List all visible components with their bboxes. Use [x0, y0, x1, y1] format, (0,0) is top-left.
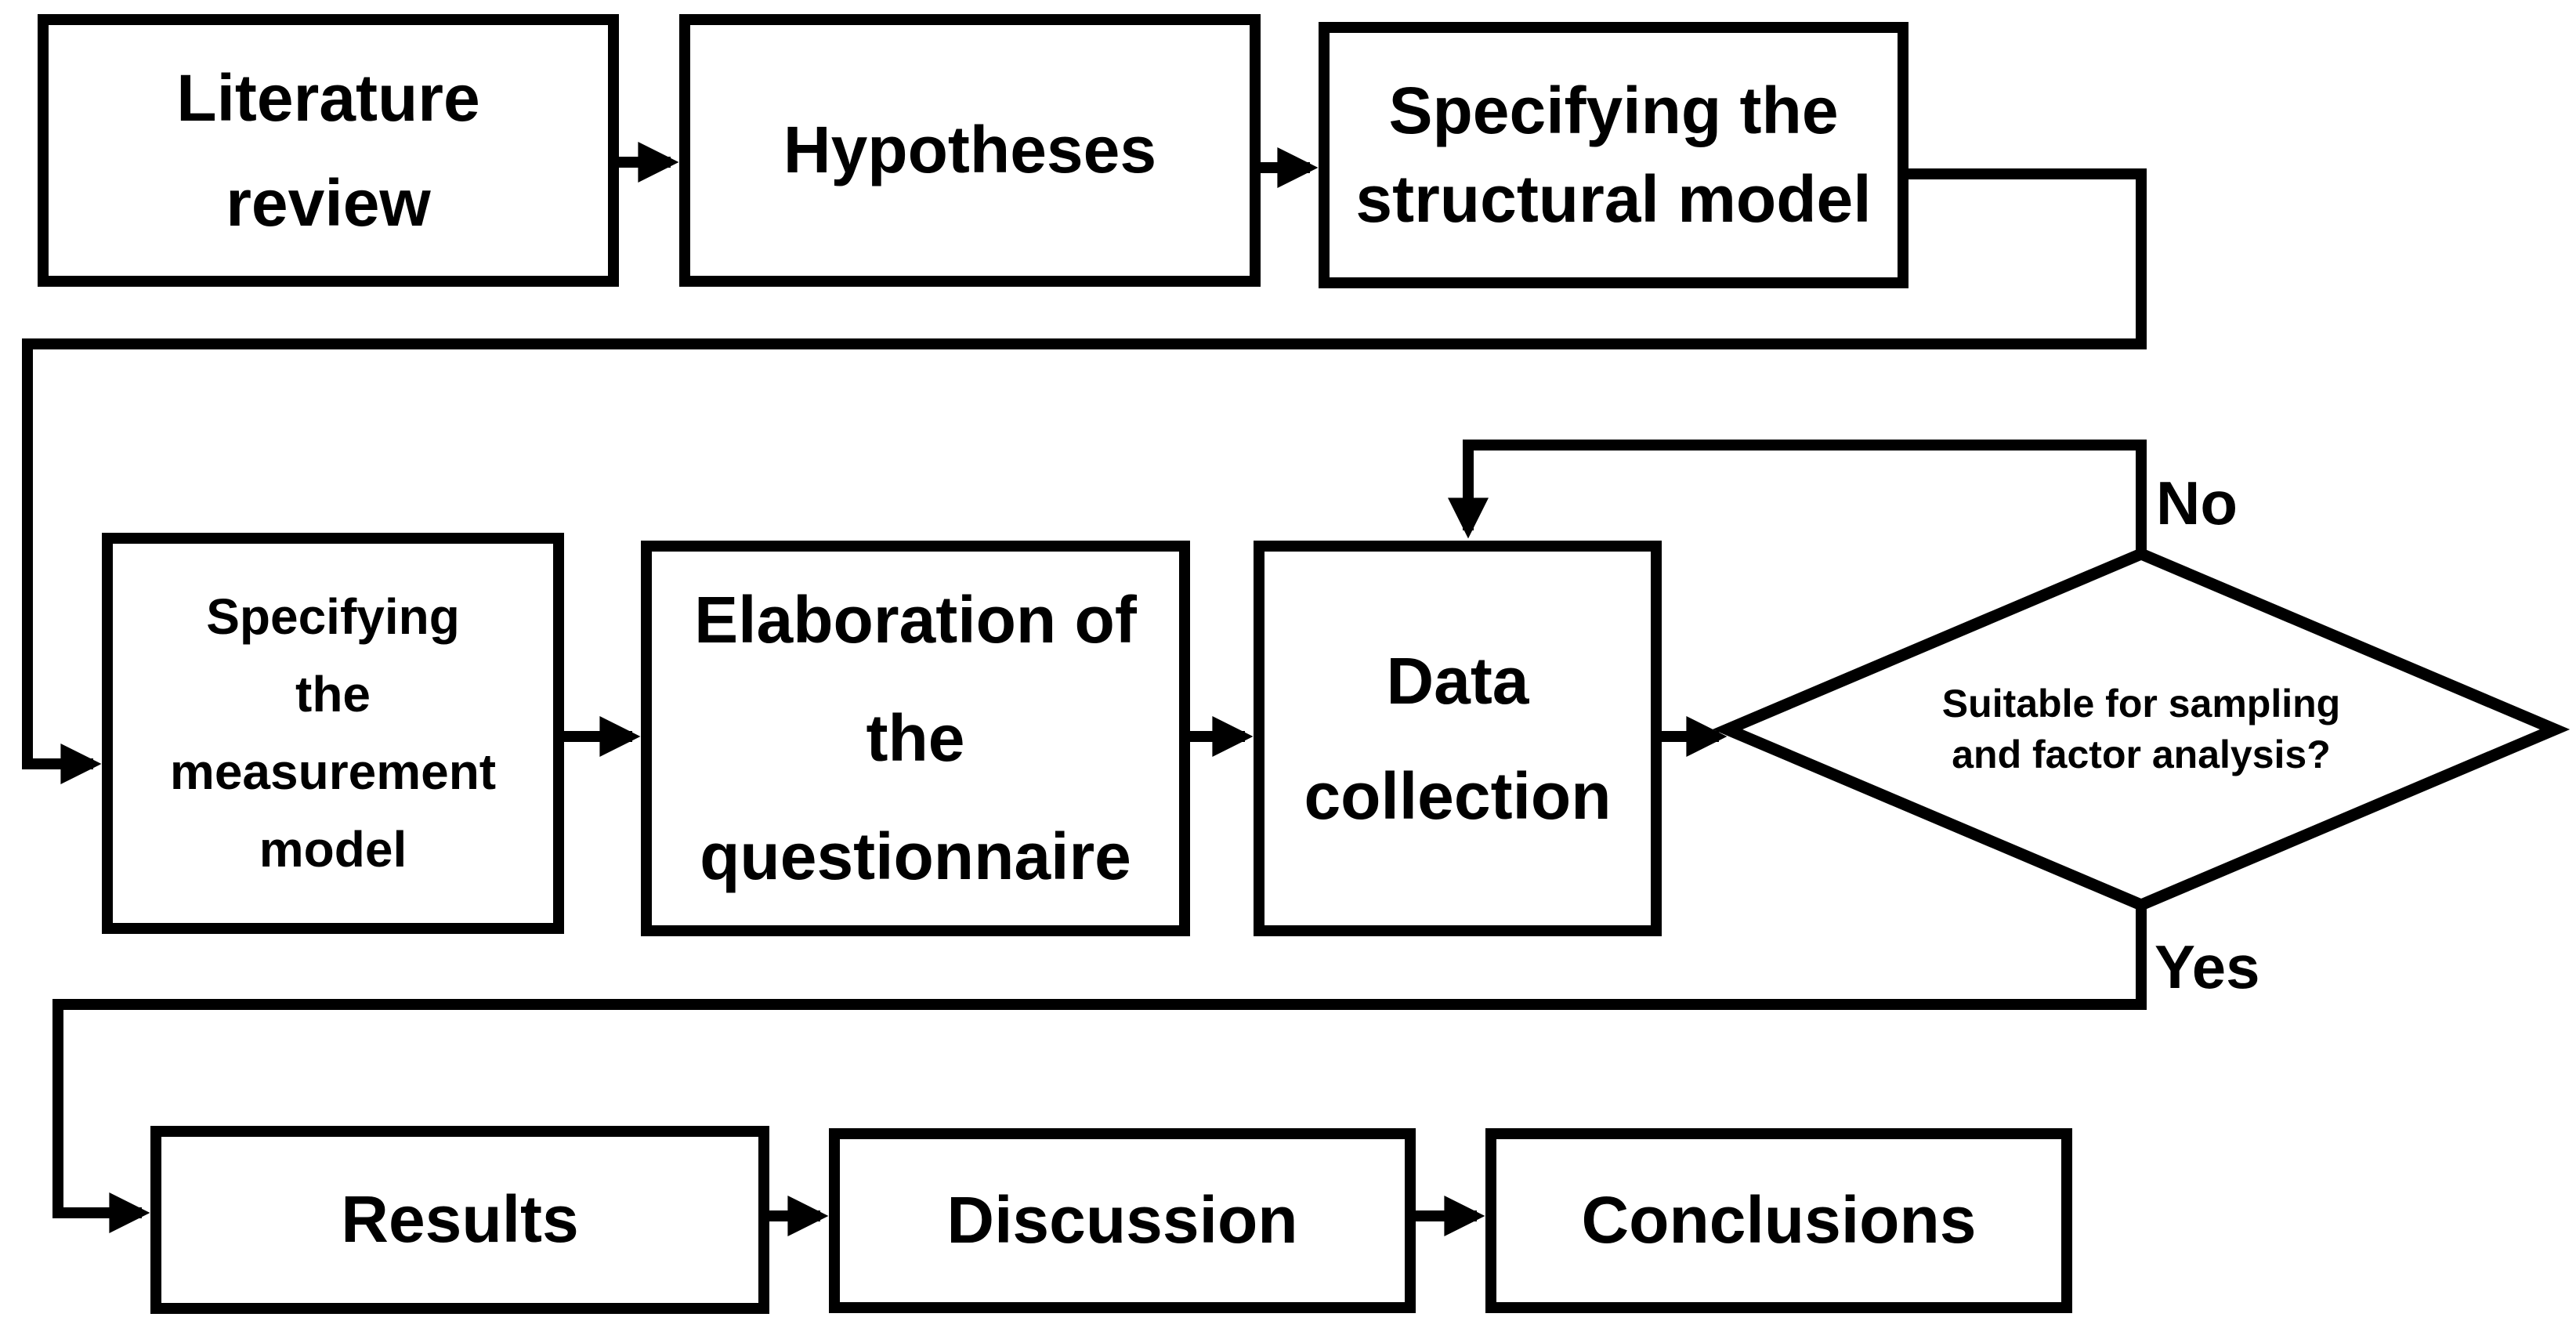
node-results-label: Results — [341, 1182, 579, 1257]
node-conclusions-label: Conclusions — [1581, 1183, 1977, 1257]
node-specifying-structural-model: Specifying the structural model — [1319, 22, 1908, 288]
node-literature-review-label: Literature review — [176, 60, 480, 240]
node-discussion-label: Discussion — [946, 1183, 1298, 1257]
decision-diamond-shape — [1712, 547, 2571, 912]
node-conclusions: Conclusions — [1485, 1128, 2072, 1313]
branch-label-yes: Yes — [2155, 932, 2260, 1001]
node-data-collection-label: Data collection — [1304, 643, 1612, 833]
node-specifying-structural-model-label: Specifying the structural model — [1355, 73, 1872, 236]
node-elaboration-questionnaire-label: Elaboration of the questionnaire — [694, 582, 1137, 894]
node-hypotheses-label: Hypotheses — [783, 113, 1157, 187]
node-specifying-measurement-model: Specifying the measurement model — [102, 533, 564, 934]
node-specifying-measurement-model-label: Specifying the measurement model — [169, 588, 497, 878]
node-discussion: Discussion — [829, 1128, 1416, 1313]
branch-label-no: No — [2156, 469, 2238, 537]
node-elaboration-questionnaire: Elaboration of the questionnaire — [641, 541, 1190, 936]
node-hypotheses: Hypotheses — [679, 14, 1261, 287]
node-data-collection: Data collection — [1254, 541, 1662, 936]
node-results: Results — [150, 1126, 769, 1314]
node-literature-review: Literature review — [38, 14, 619, 287]
node-decision-label: Suitable for sampling and factor analysi… — [1941, 682, 2341, 776]
elbow-structural-to-measurement — [22, 168, 2147, 784]
elbow-yes-to-results — [52, 903, 2147, 1233]
elbow-no-loop-to-data-collection — [1448, 440, 2147, 550]
